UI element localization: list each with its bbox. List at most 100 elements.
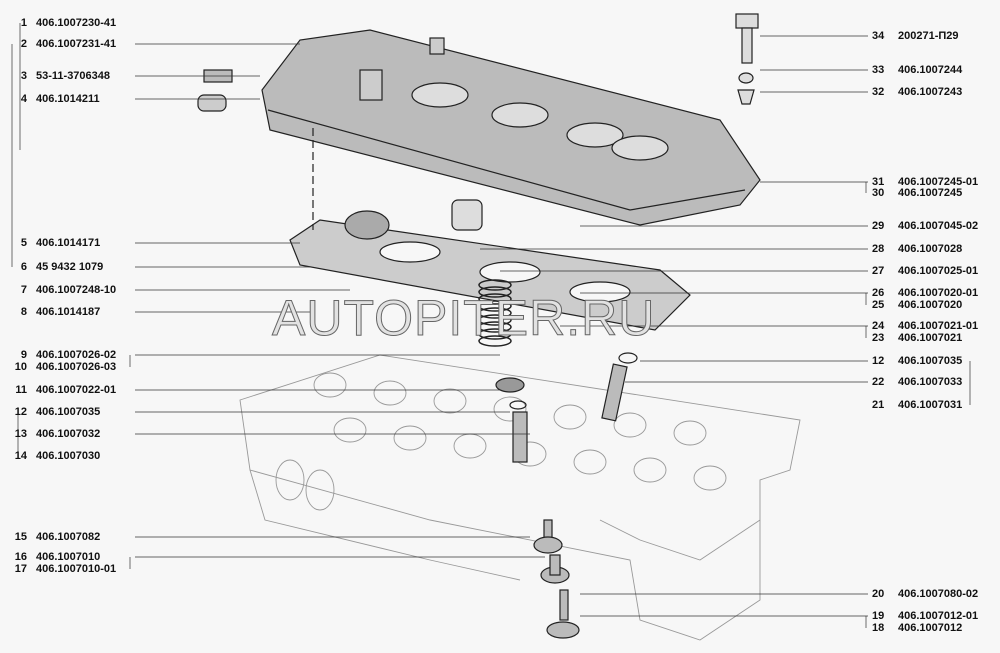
part-code: 406.1007045-02 — [898, 220, 979, 232]
part-label: 27 406.1007025-01 — [872, 265, 978, 277]
part-code: 406.1007035 — [898, 355, 963, 367]
part-code: 406.1007012 — [898, 622, 963, 634]
part-number: 3 — [20, 70, 27, 82]
cam-bearing — [313, 372, 347, 398]
part-number: 20 — [872, 588, 885, 600]
part-number: 22 — [872, 376, 885, 388]
part-code: 406.1007020-01 — [898, 287, 979, 299]
part-label: 7 406.1007248-10 — [5, 284, 116, 296]
part-number: 12 — [872, 355, 885, 367]
cam-bearing — [613, 412, 647, 438]
part-number: 14 — [14, 450, 27, 462]
part-code: 406.1007010 — [36, 551, 101, 563]
cam-bearing — [453, 433, 487, 459]
spring-coil — [478, 335, 512, 347]
part-number: 18 — [872, 622, 885, 634]
part-label: 12 406.1007035 — [872, 355, 962, 367]
spring-coil — [478, 328, 512, 340]
part-number: 10 — [14, 361, 27, 373]
part-code: 406.1007028 — [898, 243, 963, 255]
part-label: 8 406.1014187 — [5, 306, 100, 318]
part-code: 200271-П29 — [898, 30, 959, 42]
part-code: 406.1007022-01 — [36, 384, 117, 396]
retaining-ring — [618, 352, 638, 364]
part-label: 1 406.1007230-41 — [5, 17, 116, 29]
part-number: 31 — [872, 176, 885, 188]
cam-bearing — [493, 396, 527, 422]
cam-bearing — [333, 417, 367, 443]
cam-bearing — [393, 425, 427, 451]
spring-coil — [478, 293, 512, 305]
part-code: 406.1007026-03 — [36, 361, 117, 373]
spring-coil — [478, 286, 512, 298]
part-code: 406.1007025-01 — [898, 265, 979, 277]
camshaft-bearings — [313, 372, 727, 491]
cam-bearing — [573, 449, 607, 475]
part-number: 8 — [20, 306, 27, 318]
valve-cover — [261, 29, 761, 226]
cam-bearing — [553, 404, 587, 430]
bolt-assembly — [735, 13, 759, 105]
part-code: 406.1007031 — [898, 399, 963, 411]
gasket — [289, 199, 691, 331]
part-label: 33 406.1007244 — [872, 64, 962, 76]
part-code: 406.1007021-01 — [898, 320, 979, 332]
part-code: 406.1014187 — [36, 306, 101, 318]
part-number: 23 — [872, 332, 885, 344]
cam-bearing — [673, 420, 707, 446]
part-number: 16 — [14, 551, 27, 563]
part-number: 28 — [872, 243, 885, 255]
cam-bearing — [433, 388, 467, 414]
spring-coil — [478, 279, 512, 291]
part-code: 406.1007244 — [898, 64, 963, 76]
part-code: 406.1007010-01 — [36, 563, 117, 575]
part-number: 1 — [20, 17, 27, 29]
cam-bearing — [633, 457, 667, 483]
valve-seal — [509, 400, 527, 410]
cam-bearing — [693, 465, 727, 491]
part-number: 19 — [872, 610, 885, 622]
part-code: 406.1007082 — [36, 531, 101, 543]
part-number: 4 — [20, 93, 27, 105]
spring-retainer — [495, 377, 525, 393]
part-label: 10 406.1007026-03 — [5, 361, 116, 373]
spring-coil — [478, 314, 512, 326]
part-number: 5 — [20, 237, 27, 249]
valve-guide — [512, 411, 528, 463]
part-code: 45 9432 1079 — [36, 261, 104, 273]
spring-coil — [478, 321, 512, 333]
part-number: 27 — [872, 265, 885, 277]
part-code: 406.1007035 — [36, 406, 101, 418]
part-label: 3 53-11-3706348 — [5, 70, 110, 82]
part-number: 13 — [14, 428, 27, 440]
part-number: 34 — [872, 30, 885, 42]
spring-coil — [478, 300, 512, 312]
part-number: 33 — [872, 64, 885, 76]
part-code: 406.1007230-41 — [36, 17, 117, 29]
part-code: 406.1007248-10 — [36, 284, 117, 296]
part-code: 53-11-3706348 — [36, 70, 111, 82]
valves — [533, 519, 580, 639]
part-number: 9 — [20, 349, 27, 361]
plug — [197, 94, 227, 112]
part-number: 7 — [20, 284, 27, 296]
part-code: 406.1007243 — [898, 86, 963, 98]
part-label: 15 406.1007082 — [5, 531, 100, 543]
part-number: 15 — [14, 531, 27, 543]
part-code: 406.1007030 — [36, 450, 101, 462]
